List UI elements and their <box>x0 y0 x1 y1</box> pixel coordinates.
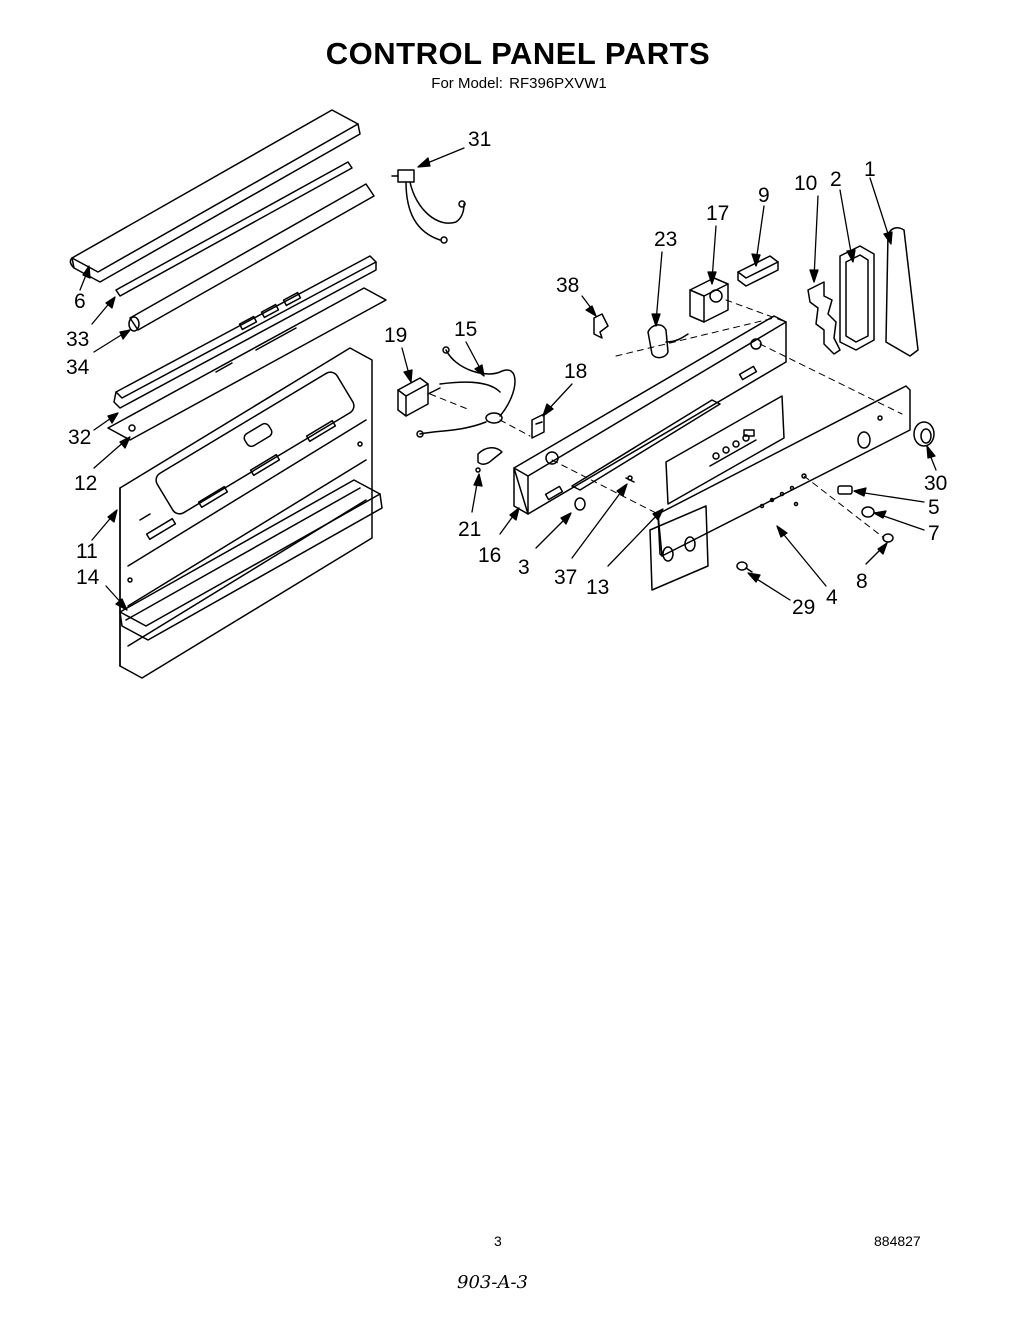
alignment-lines <box>429 299 903 539</box>
callout-6: 6 <box>74 290 86 313</box>
callout-23: 23 <box>654 228 677 251</box>
part-screw <box>625 475 635 483</box>
part-bottom-trim <box>119 479 383 641</box>
part-small-knob <box>574 497 586 511</box>
part-wire-connector <box>416 346 516 438</box>
callout-37: 37 <box>554 566 577 589</box>
model-number: RF396PXVW1 <box>509 75 607 92</box>
callout-33: 33 <box>66 328 89 351</box>
callout-18: 18 <box>564 360 587 383</box>
callout-17: 17 <box>706 202 729 225</box>
part-buttons <box>837 485 894 543</box>
part-console-housing <box>513 315 787 515</box>
callout-34: 34 <box>66 356 90 379</box>
callout-21: 21 <box>458 518 481 541</box>
callout-4: 4 <box>826 586 838 609</box>
callout-16: 16 <box>478 544 501 567</box>
callout-14: 14 <box>76 566 100 589</box>
part-top-trim-rail <box>69 109 361 283</box>
part-tube <box>128 183 375 332</box>
part-small-clip <box>593 313 609 339</box>
part-flat-bracket <box>107 287 387 441</box>
callout-9: 9 <box>758 184 770 207</box>
callout-30: 30 <box>924 472 947 495</box>
part-switch <box>397 377 441 417</box>
part-screw-bottom <box>736 561 753 573</box>
part-knob <box>913 421 935 447</box>
handwritten-note: 903-A-3 <box>457 1272 528 1293</box>
model-subtitle: For Model: RF396PXVW1 <box>0 75 1036 92</box>
callout-8: 8 <box>856 570 868 593</box>
callout-11: 11 <box>76 540 98 563</box>
part-clip <box>531 413 545 439</box>
part-frame <box>839 245 875 351</box>
callout-2: 2 <box>830 168 842 191</box>
part-lower-overlay <box>649 505 709 591</box>
callout-10: 10 <box>794 172 817 195</box>
callout-31: 31 <box>468 128 491 151</box>
part-relay <box>689 277 729 323</box>
part-channel <box>113 255 377 409</box>
part-thin-rod <box>115 161 353 297</box>
part-wire-harness <box>391 169 466 244</box>
part-small-bracket <box>475 447 503 473</box>
part-circuit-board <box>665 395 785 505</box>
callout-13: 13 <box>586 576 609 599</box>
part-connector-block <box>737 255 779 287</box>
part-back-panel <box>119 347 373 679</box>
callout-29: 29 <box>792 596 815 619</box>
callout-32: 32 <box>68 426 91 449</box>
part-front-overlay <box>657 385 911 557</box>
callout-labels: 31 10 2 1 9 17 23 38 6 33 34 19 15 18 32… <box>66 128 947 619</box>
leader-arrows <box>79 147 937 611</box>
part-shield <box>807 281 841 355</box>
page-number: 3 <box>494 1233 502 1249</box>
callout-1: 1 <box>864 158 876 181</box>
callout-3: 3 <box>518 556 530 579</box>
part-end-cover <box>885 227 919 357</box>
callout-12: 12 <box>74 472 97 495</box>
part-sensor <box>647 324 689 359</box>
callout-38: 38 <box>556 274 579 297</box>
model-label: For Model: <box>431 75 503 92</box>
part-code: 884827 <box>874 1233 921 1249</box>
page-title: CONTROL PANEL PARTS <box>325 36 711 71</box>
callout-5: 5 <box>928 496 940 519</box>
callout-19: 19 <box>384 324 407 347</box>
callout-15: 15 <box>454 318 477 341</box>
callout-7: 7 <box>928 522 940 545</box>
